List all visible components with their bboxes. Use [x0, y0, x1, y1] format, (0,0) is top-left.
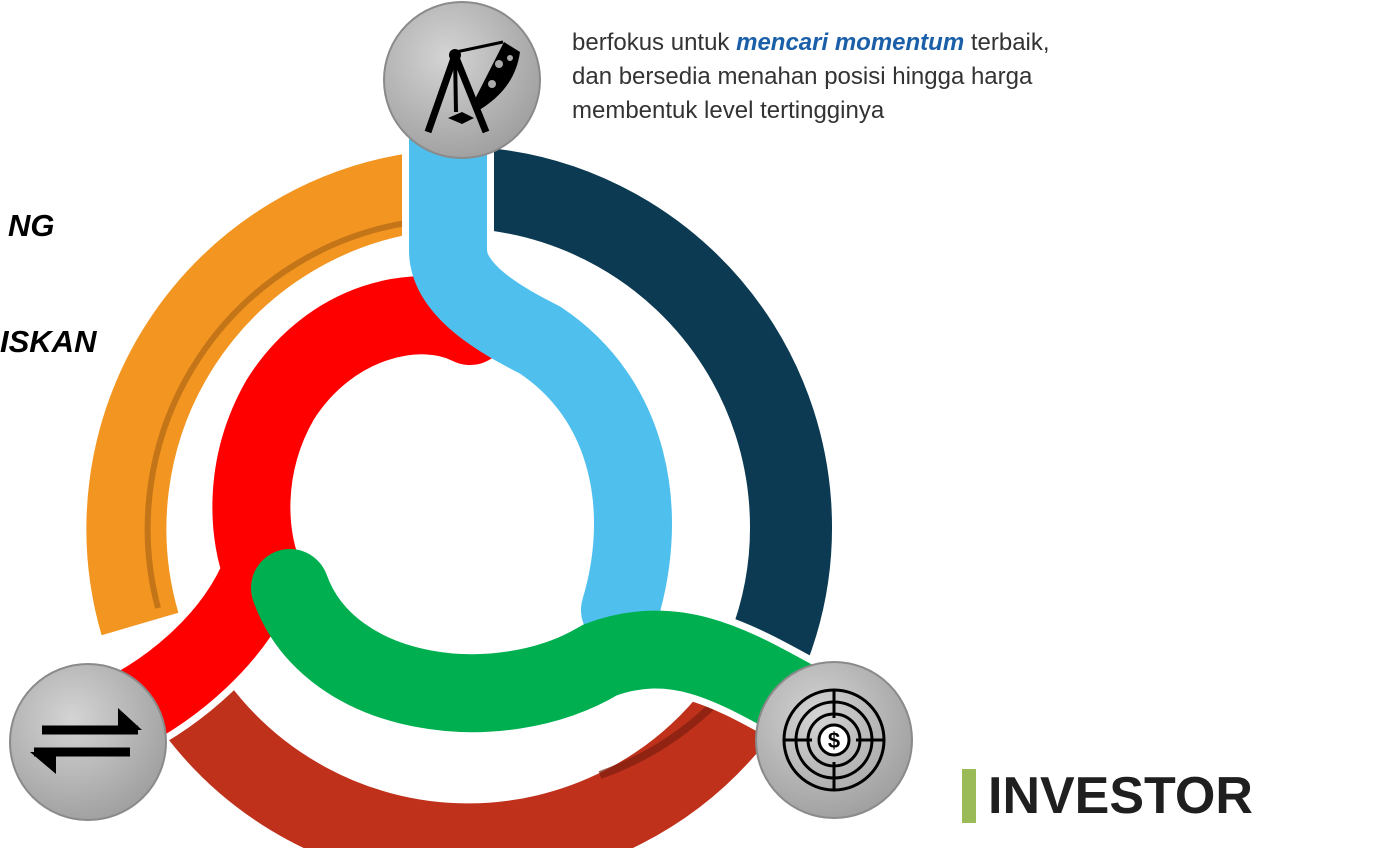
description-emphasis: mencari momentum — [736, 29, 965, 56]
outer-ring-navy — [472, 147, 832, 665]
description-line-3: membentuk level tertingginya — [572, 97, 885, 124]
description-text: berfokus untuk mencari momentum terbaik,… — [572, 26, 1272, 128]
inner-arm-green — [251, 549, 849, 747]
inner-arm-red — [81, 276, 509, 754]
outer-ring-orange-shadow — [144, 219, 413, 609]
heading-title: INVESTOR — [988, 767, 1253, 825]
telescope-icon — [383, 1, 541, 159]
description-line-1: berfokus untuk mencari momentum terbaik, — [572, 26, 1272, 60]
dollar-target-icon: $ — [755, 661, 913, 819]
outer-ring-red — [163, 683, 769, 848]
description-line-1-start: berfokus untuk — [572, 29, 737, 56]
heading-accent-bar — [962, 769, 976, 823]
outer-ring-red-shadow — [598, 697, 721, 779]
description-line-2: dan bersedia menahan posisi hingga harga — [572, 63, 1033, 90]
section-heading: INVESTOR — [962, 766, 1253, 826]
outer-ring-orange — [86, 152, 426, 636]
description-line-1-end: terbaik, — [964, 29, 1050, 56]
partial-label-top: NG — [8, 208, 55, 243]
inner-arm-blue — [409, 101, 672, 649]
svg-text:$: $ — [828, 728, 840, 753]
exchange-arrows-icon — [9, 663, 167, 821]
partial-label-middle: ISKAN — [0, 324, 97, 359]
